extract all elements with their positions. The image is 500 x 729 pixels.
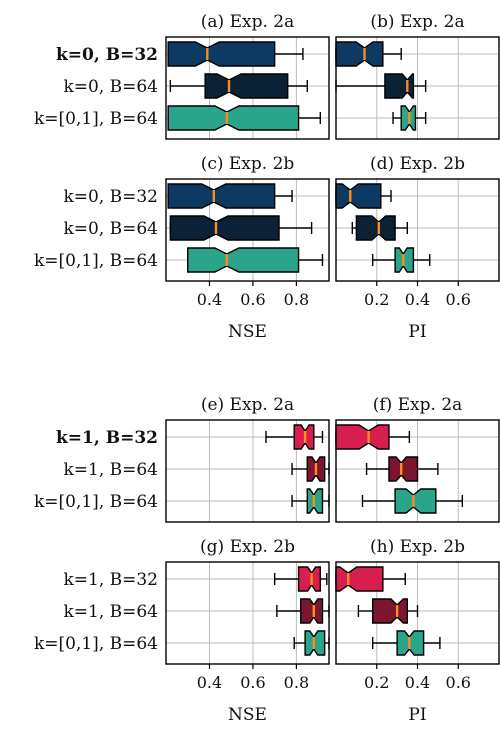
box-1 <box>351 215 409 241</box>
panel-f: (f) Exp. 2a <box>335 395 500 523</box>
box-0 <box>265 424 324 450</box>
category-label: k=[0,1], B=64 <box>34 634 158 654</box>
panel-title: (d) Exp. 2b <box>370 154 465 174</box>
box-body <box>169 215 280 241</box>
x-tick-label: 0.6 <box>446 673 471 692</box>
box-body <box>335 183 382 209</box>
box-0 <box>335 424 411 450</box>
category-label: k=0, B=64 <box>63 219 158 239</box>
category-label: k=[0,1], B=64 <box>34 109 158 129</box>
category-label: k=1, B=32 <box>63 570 158 590</box>
box-body <box>394 488 437 514</box>
panel-d: (d) Exp. 2b 0.2 0.4 0.6PI <box>335 154 500 342</box>
x-tick-label: 0.8 <box>284 673 309 692</box>
panel-g: (g) Exp. 2b k=1, B=32 k=1, B=64 k=[0,1], B=… <box>34 537 330 725</box>
x-axis-label: PI <box>408 322 426 342</box>
panel-title: (h) Exp. 2b <box>370 537 465 557</box>
box-body <box>335 41 384 67</box>
x-tick-label: 0.4 <box>197 290 222 309</box>
x-tick-label: 0.2 <box>364 290 389 309</box>
x-axis-label: NSE <box>228 705 267 725</box>
box-body <box>167 183 276 209</box>
panel-h: (h) Exp. 2b 0.2 0.4 0.6PI <box>335 537 500 725</box>
x-tick-label: 0.2 <box>364 673 389 692</box>
panel-b: (b) Exp. 2a <box>335 12 500 140</box>
box-1 <box>169 215 313 241</box>
box-body <box>355 215 396 241</box>
panel-e: (e) Exp. 2a k=1, B=32 k=1, B=64 k=[0,1], B=… <box>34 395 330 523</box>
axes-frame <box>165 36 330 140</box>
axes-frame <box>165 178 330 282</box>
category-label: k=[0,1], B=64 <box>34 251 158 271</box>
box-2 <box>187 247 324 273</box>
category-label: k=1, B=32 <box>56 428 158 448</box>
box-2 <box>167 105 322 131</box>
box-1 <box>357 598 419 624</box>
box-body <box>167 105 300 131</box>
box-2 <box>291 488 330 514</box>
axes-frame <box>165 561 330 665</box>
x-tick-label: 0.4 <box>197 673 222 692</box>
category-label: k=0, B=64 <box>63 77 158 97</box>
axes-frame <box>335 419 500 523</box>
axes-frame <box>165 419 330 523</box>
x-tick-label: 0.6 <box>240 673 265 692</box>
panel-title: (c) Exp. 2b <box>201 154 295 174</box>
box-0 <box>273 566 328 592</box>
panel-title: (g) Exp. 2b <box>200 537 295 557</box>
box-0 <box>167 183 293 209</box>
category-label: k=0, B=32 <box>56 45 158 65</box>
box-1 <box>169 73 308 99</box>
box-body <box>371 598 409 624</box>
x-tick-label: 0.4 <box>405 290 430 309</box>
box-body <box>300 598 324 624</box>
category-label: k=1, B=64 <box>63 602 158 622</box>
x-tick-label: 0.6 <box>446 290 471 309</box>
box-2 <box>371 247 431 273</box>
box-2 <box>293 630 330 656</box>
box-1 <box>276 598 330 624</box>
box-1 <box>365 456 439 482</box>
box-2 <box>392 105 427 131</box>
box-1 <box>335 73 427 99</box>
box-1 <box>291 456 330 482</box>
box-0 <box>335 566 406 592</box>
box-0 <box>335 183 392 209</box>
x-tick-label: 0.8 <box>284 290 309 309</box>
box-body <box>204 73 289 99</box>
box-body <box>335 566 384 592</box>
box-2 <box>361 488 464 514</box>
box-2 <box>371 630 441 656</box>
panel-c: (c) Exp. 2b k=0, B=32 k=0, B=64 k=[0,1], B=… <box>34 154 330 342</box>
x-tick-label: 0.6 <box>240 290 265 309</box>
box-body <box>335 424 390 450</box>
panel-title: (a) Exp. 2a <box>201 12 294 32</box>
box-body <box>167 41 276 67</box>
panel-a: (a) Exp. 2a k=0, B=32 k=0, B=64 k=[0,1], B=… <box>34 12 330 140</box>
box-0 <box>167 41 304 67</box>
panel-title: (e) Exp. 2a <box>201 395 294 415</box>
axes-frame <box>335 36 500 140</box>
box-body <box>187 247 300 273</box>
box-body <box>297 566 322 592</box>
category-label: k=0, B=32 <box>63 187 158 207</box>
x-tick-label: 0.4 <box>405 673 430 692</box>
x-axis-label: PI <box>408 705 426 725</box>
category-label: k=1, B=64 <box>63 460 158 480</box>
panel-title: (b) Exp. 2a <box>370 12 464 32</box>
category-label: k=[0,1], B=64 <box>34 492 158 512</box>
box-0 <box>335 41 402 67</box>
x-axis-label: NSE <box>228 322 267 342</box>
box-body <box>384 73 415 99</box>
panel-title: (f) Exp. 2a <box>373 395 463 415</box>
box-body <box>388 456 419 482</box>
